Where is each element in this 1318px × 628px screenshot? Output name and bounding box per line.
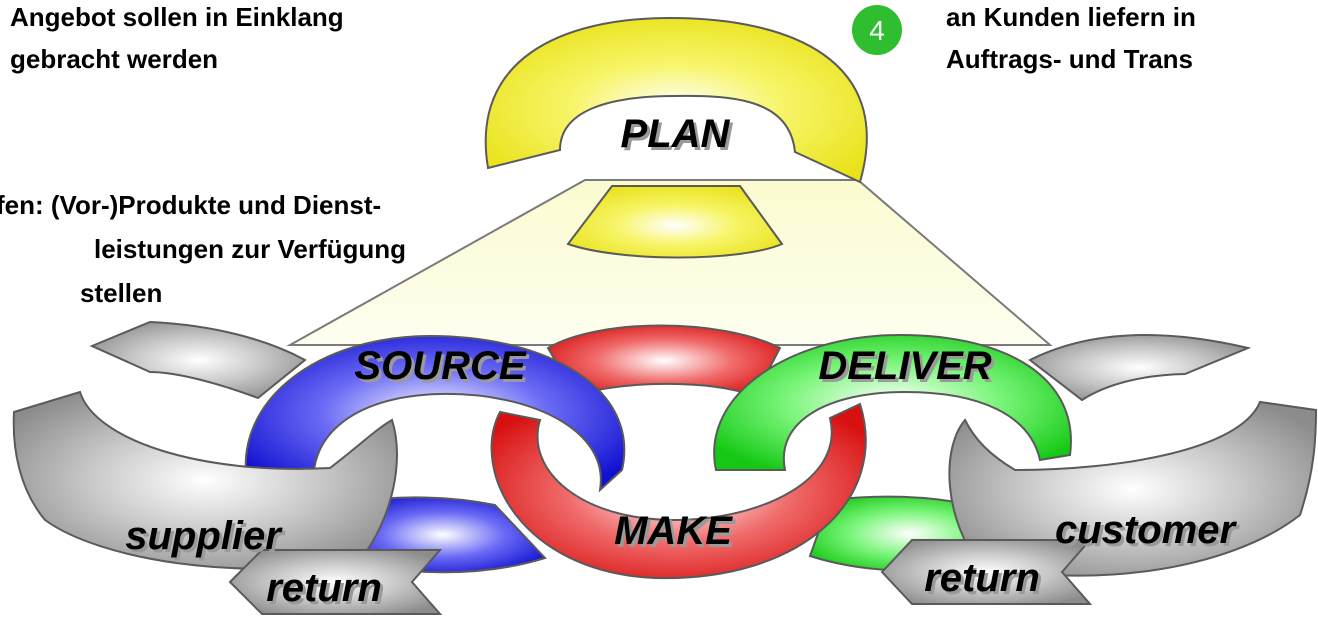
- customer-ring-back: [1028, 334, 1252, 402]
- deliver-note-line-2: Auftrags- und Trans: [946, 44, 1193, 74]
- svg-text:supplier: supplier: [128, 517, 286, 561]
- return-right-label: return return: [924, 556, 1043, 603]
- svg-text:PLAN: PLAN: [621, 112, 731, 156]
- svg-text:return: return: [266, 566, 382, 610]
- plan-light-beam: [286, 179, 1053, 346]
- supplier-ring: [12, 390, 398, 570]
- svg-text:return: return: [269, 569, 385, 613]
- svg-text:SOURCE: SOURCE: [354, 344, 526, 388]
- make-label: MAKE MAKE: [614, 509, 736, 556]
- customer-label: customer customer: [1055, 508, 1240, 555]
- source-note-line-2: leistungen zur Verfügung: [94, 234, 406, 264]
- source-note-line-1: fen: (Vor-)Produkte und Dienst-: [0, 190, 381, 220]
- supplier-label: supplier supplier: [125, 514, 286, 561]
- source-note-line-3: stellen: [80, 278, 162, 308]
- svg-text:DELIVER: DELIVER: [821, 347, 994, 391]
- supplier-ring-back: [89, 320, 307, 400]
- svg-text:MAKE: MAKE: [614, 509, 733, 553]
- svg-text:customer: customer: [1058, 511, 1240, 555]
- deliver-label: DELIVER DELIVER: [818, 344, 994, 391]
- svg-text:return: return: [927, 559, 1043, 603]
- step-marker-number: 4: [869, 15, 885, 46]
- deliver-ring: [713, 333, 1072, 471]
- svg-text:PLAN: PLAN: [624, 115, 734, 159]
- svg-text:return: return: [924, 556, 1040, 600]
- step-marker-circle: [852, 5, 902, 55]
- source-label: SOURCE SOURCE: [354, 344, 529, 391]
- make-ring: [490, 402, 867, 580]
- plan-note-line-1: Angebot sollen in Einklang: [10, 2, 344, 32]
- svg-text:DELIVER: DELIVER: [818, 344, 991, 388]
- plan-note-line-2: gebracht werden: [10, 44, 218, 74]
- svg-text:supplier: supplier: [125, 514, 283, 558]
- return-left-label: return return: [266, 566, 385, 613]
- svg-text:MAKE: MAKE: [617, 512, 736, 556]
- svg-text:customer: customer: [1055, 508, 1237, 552]
- plan-ring: [484, 16, 868, 259]
- svg-text:SOURCE: SOURCE: [357, 347, 529, 391]
- return-arrow-right: [880, 539, 1093, 605]
- return-arrow-left: [228, 549, 443, 615]
- source-ring: [244, 334, 626, 494]
- plan-label: PLAN PLAN: [621, 112, 734, 159]
- deliver-note-line-1: an Kunden liefern in: [946, 2, 1196, 32]
- make-ring-back: [546, 324, 782, 398]
